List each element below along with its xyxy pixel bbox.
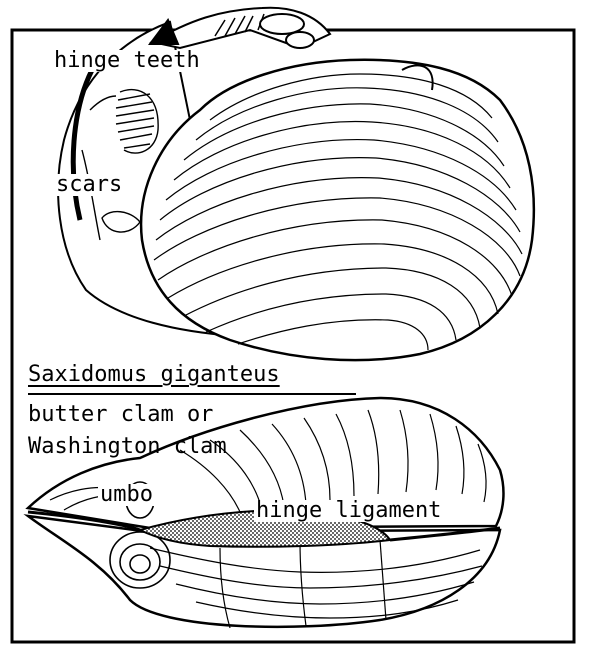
label-scars: scars (54, 174, 124, 196)
label-hinge-teeth: hinge teeth (52, 50, 202, 72)
label-species-name: Saxidomus giganteus (28, 364, 280, 386)
label-hinge-ligament: hinge ligament (254, 500, 443, 522)
label-umbo: umbo (98, 484, 155, 506)
label-common-name-line2: Washington clam (28, 436, 227, 458)
hinge-teeth-drawing (150, 8, 330, 48)
shell-exterior-valve (141, 60, 534, 360)
label-common-name-line1: butter clam or (28, 404, 213, 426)
